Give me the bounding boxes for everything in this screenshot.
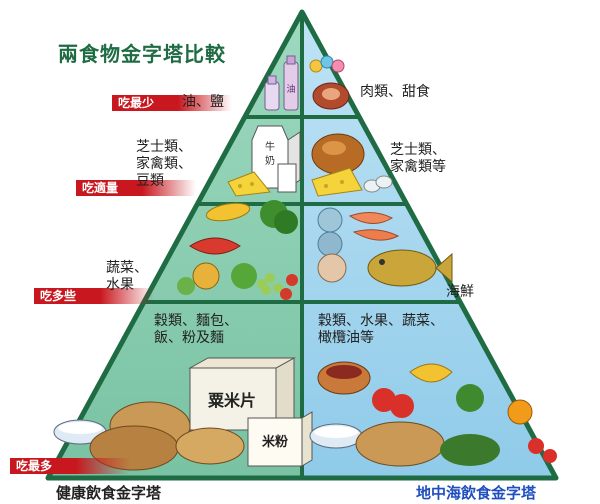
label-left-second-line-1: 芝士類、 bbox=[136, 139, 192, 155]
milk-carton-label-1: 牛 bbox=[265, 140, 275, 153]
label-seafood: 海鮮 bbox=[446, 284, 474, 300]
grains-bread-illustration: 粟米片 米粉 bbox=[53, 357, 313, 471]
tag-eat-least: 吃最少 bbox=[112, 95, 232, 111]
mediterranean-base-illustration bbox=[309, 361, 557, 467]
milk-carton-label-2: 奶 bbox=[265, 155, 275, 167]
tag-eat-moderately: 吃適量 bbox=[76, 180, 196, 196]
oil-bottles-illustration: 油 bbox=[264, 55, 299, 111]
label-left-second-line-3: 豆類 bbox=[136, 173, 164, 189]
label-oil-salt: 油、鹽 bbox=[182, 94, 224, 110]
label-left-third-line-1: 蔬菜、 bbox=[106, 260, 148, 276]
rice-noodle-box-label: 米粉 bbox=[262, 434, 288, 450]
label-right-second-line-2: 家禽類等 bbox=[390, 159, 446, 175]
footer-mediterranean-pyramid: 地中海飲食金字塔 bbox=[416, 484, 537, 502]
tag-eat-more: 吃多些 bbox=[34, 288, 154, 304]
diagram-title: 兩食物金字塔比較 bbox=[58, 42, 226, 66]
label-right-second-line-1: 芝士類、 bbox=[390, 142, 446, 158]
poultry-cheese-illustration bbox=[311, 133, 393, 197]
meat-sweets-illustration bbox=[309, 55, 350, 110]
label-right-base-line-2: 橄欖油等 bbox=[318, 330, 374, 346]
seafood-illustration bbox=[317, 207, 453, 287]
label-left-third-line-2: 水果 bbox=[106, 277, 134, 293]
label-left-base-line-2: 飯、粉及麵 bbox=[154, 330, 224, 346]
label-left-base-line-1: 穀類、麵包、 bbox=[154, 313, 238, 329]
footer-healthy-pyramid: 健康飲食金字塔 bbox=[56, 484, 162, 502]
tag-eat-most: 吃最多 bbox=[10, 458, 130, 474]
vegetables-fruits-illustration bbox=[177, 200, 298, 300]
pyramid-outline bbox=[45, 9, 559, 481]
milk-cheese-illustration: 牛 奶 bbox=[227, 125, 301, 197]
label-right-base-line-1: 穀類、水果、蔬菜、 bbox=[318, 313, 444, 329]
label-meat-sweets: 肉類、甜食 bbox=[360, 84, 430, 100]
cereal-box-label: 粟米片 bbox=[207, 391, 256, 410]
label-left-second-line-2: 家禽類、 bbox=[136, 156, 192, 172]
oil-bottle-label: 油 bbox=[286, 83, 295, 95]
